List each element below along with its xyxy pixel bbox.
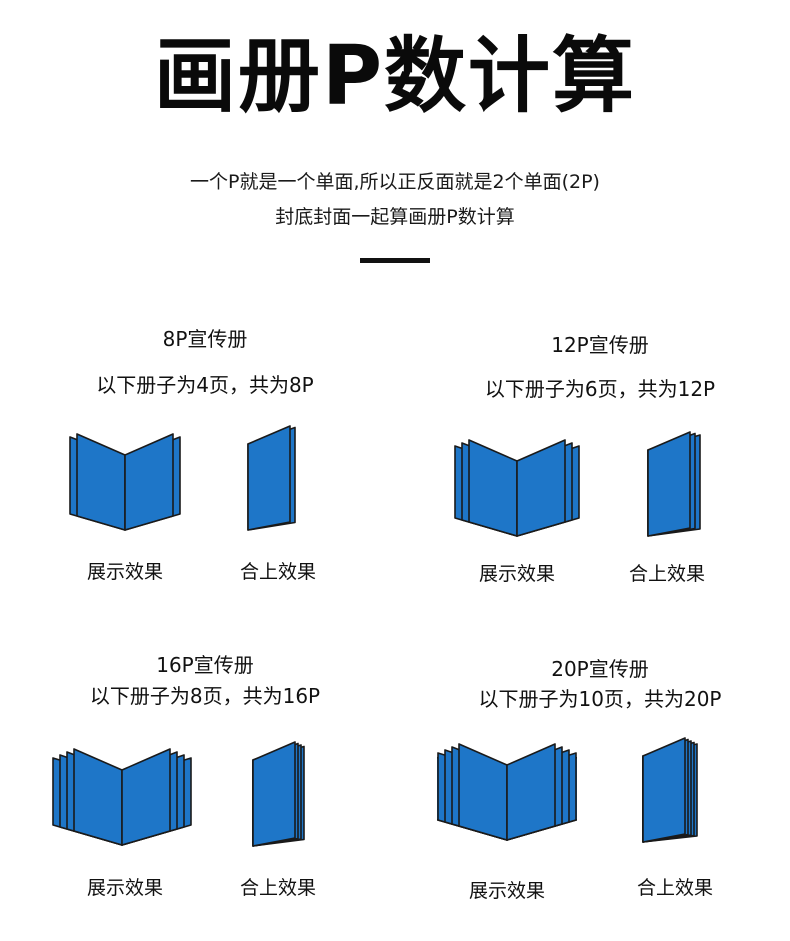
open-caption: 展示效果 [468, 880, 545, 902]
divider [360, 258, 430, 263]
left-page [468, 439, 518, 537]
example-heading: 20P宣传册 [551, 657, 649, 681]
example-description: 以下册子为6页，共为12P [484, 377, 716, 401]
open-caption: 展示效果 [86, 561, 163, 583]
closed-book-illustration [247, 425, 296, 531]
page-title: 画册P数计算 [153, 29, 637, 124]
left-page [73, 748, 123, 846]
closed-caption: 合上效果 [239, 877, 316, 899]
example-8p: 8P宣传册 以下册子为4页，共为8P 展示效果 合上效果 [40, 322, 370, 592]
open-book-illustration [437, 743, 577, 841]
right-page [506, 743, 556, 841]
example-20p: 20P宣传册 以下册子为10页，共为20P 展示效果 合上效果 [435, 654, 765, 924]
example-heading: 12P宣传册 [551, 333, 649, 357]
book-sheet [252, 741, 296, 847]
open-caption: 展示效果 [478, 563, 555, 585]
left-page [458, 743, 508, 841]
closed-caption: 合上效果 [239, 561, 316, 583]
book-sheet [647, 431, 691, 537]
closed-caption: 合上效果 [636, 877, 713, 899]
example-heading: 8P宣传册 [162, 327, 248, 351]
closed-book-illustration [647, 431, 701, 537]
example-12p: 12P宣传册 以下册子为6页，共为12P 展示效果 合上效果 [435, 330, 765, 600]
closed-book-illustration [642, 737, 698, 843]
subtitle-line-1: 一个P就是一个单面,所以正反面就是2个单面(2P) [190, 171, 600, 193]
closed-book-illustration [252, 741, 305, 847]
example-description: 以下册子为8页，共为16P [89, 684, 321, 708]
left-page [76, 433, 126, 531]
subtitle-line-2: 封底封面一起算画册P数计算 [275, 206, 515, 228]
example-16p: 16P宣传册 以下册子为8页，共为16P 展示效果 合上效果 [40, 650, 370, 920]
book-sheet [247, 425, 291, 531]
open-book-illustration [454, 439, 580, 537]
closed-caption: 合上效果 [628, 563, 705, 585]
book-sheet [642, 737, 686, 843]
right-page [516, 439, 566, 537]
example-description: 以下册子为4页，共为8P [96, 373, 314, 397]
open-book-illustration [69, 433, 181, 531]
right-page [121, 748, 171, 846]
right-page [124, 433, 174, 531]
open-caption: 展示效果 [86, 877, 163, 899]
example-heading: 16P宣传册 [156, 653, 254, 677]
open-book-illustration [52, 748, 192, 846]
example-description: 以下册子为10页，共为20P [478, 687, 722, 711]
